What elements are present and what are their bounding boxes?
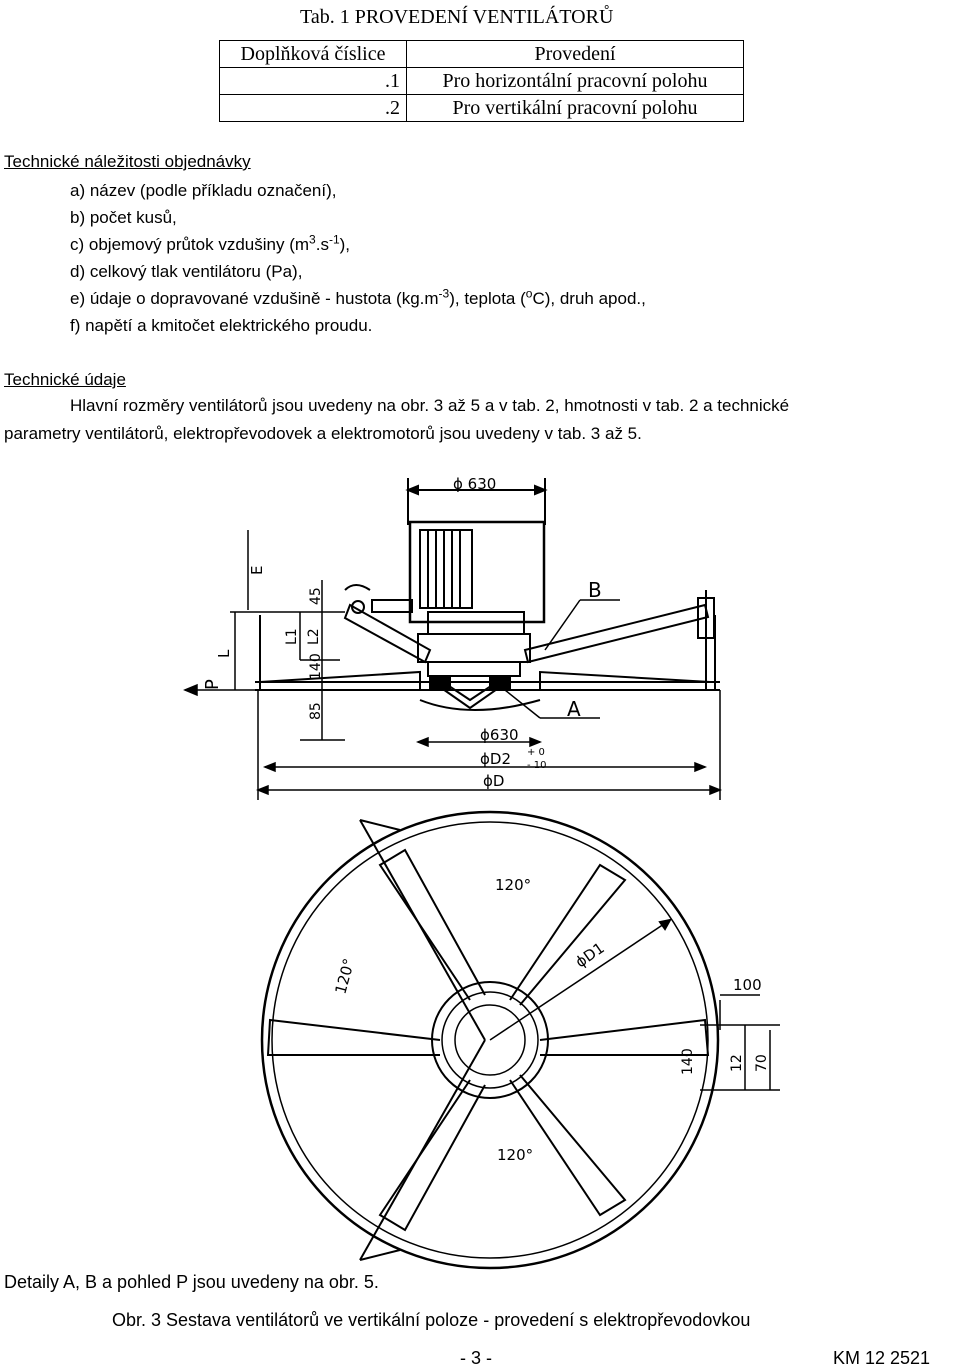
label-P: P: [202, 679, 223, 690]
dim-top-630-label: ϕ 630: [453, 475, 496, 493]
label-B: B: [588, 578, 602, 602]
order-heading: Technické náležitosti objednávky: [4, 152, 251, 171]
order-item-f: f) napětí a kmitočet elektrického proudu…: [70, 316, 373, 335]
dim-140: 140: [308, 653, 324, 680]
dim-D: ϕD: [483, 772, 504, 790]
tech-heading: Technické údaje: [4, 370, 126, 389]
table-cell-desc: Pro horizontální pracovní polohu: [406, 67, 744, 95]
provedeni-table: Doplňková číslice Provedení .1 Pro horiz…: [219, 40, 744, 122]
order-item-a: a) název (podle příkladu označení),: [70, 181, 337, 200]
table-title: Tab. 1 PROVEDENÍ VENTILÁTORŮ: [300, 6, 614, 28]
dim-70: 70: [754, 1054, 770, 1072]
right-arm: [523, 590, 715, 690]
left-arm: [343, 584, 432, 664]
tech-line-2: parametry ventilátorů, elektropřevodovek…: [4, 424, 642, 443]
callouts: B A: [504, 578, 620, 721]
table-row: .1 Pro horizontální pracovní polohu: [219, 67, 744, 95]
dim-L2: L2: [306, 628, 322, 645]
order-item-d: d) celkový tlak ventilátoru (Pa),: [70, 262, 303, 281]
dim-630b: ϕ630: [480, 726, 519, 744]
tech-line-1: Hlavní rozměry ventilátorů jsou uvedeny …: [70, 396, 790, 415]
dim-140b: 140: [680, 1048, 696, 1075]
table-cell-code: .2: [219, 94, 407, 122]
details-note: Detaily A, B a pohled P jsou uvedeny na …: [4, 1272, 379, 1292]
dim-D2: ϕD2: [480, 750, 511, 768]
order-item-c: c) objemový průtok vzdušiny (m3.s-1),: [70, 232, 351, 254]
table-header-cell: Doplňková číslice: [219, 40, 407, 68]
table-row: .2 Pro vertikální pracovní polohu: [219, 94, 744, 122]
table-header-row: Doplňková číslice Provedení: [219, 40, 744, 68]
dim-L: L: [215, 649, 233, 658]
table-cell-code: .1: [219, 67, 407, 95]
dim-E: E: [248, 566, 266, 575]
dim-L1: L1: [284, 628, 300, 645]
angle-bottom: 120°: [497, 1146, 533, 1164]
label-A: A: [567, 697, 581, 721]
dim-45: 45: [308, 587, 324, 605]
dim-top-630: ϕ 630: [405, 475, 548, 525]
fan-plan-view: ϕD1 120° 120° 120° 100 140 12 70: [260, 810, 780, 1270]
dim-85: 85: [308, 702, 324, 720]
order-item-e: e) údaje o dopravované vzdušině - hustot…: [70, 286, 646, 308]
angle-left: 120°: [331, 956, 358, 996]
order-item-b: b) počet kusů,: [70, 208, 177, 227]
dim-D1: ϕD1: [572, 939, 608, 972]
motor: [408, 520, 546, 711]
dim-100: 100: [733, 976, 762, 994]
angle-top: 120°: [495, 876, 531, 894]
table-header-cell: Provedení: [406, 40, 744, 68]
doc-code: KM 12 2521: [833, 1348, 931, 1368]
ring-side-view: [255, 615, 720, 691]
dim-D2-tol-plus: + 0: [527, 747, 545, 758]
page-number: - 3 -: [460, 1348, 493, 1368]
dim-D2-tol-minus: - 10: [527, 760, 547, 771]
dims-bottom: ϕ630 ϕD2 + 0 - 10 ϕD: [255, 690, 723, 800]
table-cell-desc: Pro vertikální pracovní polohu: [406, 94, 744, 122]
dim-12: 12: [729, 1054, 745, 1072]
dims-left: E L L1 L2 45 140 85 P: [183, 530, 345, 741]
figure-caption: Obr. 3 Sestava ventilátorů ve vertikální…: [112, 1310, 751, 1330]
